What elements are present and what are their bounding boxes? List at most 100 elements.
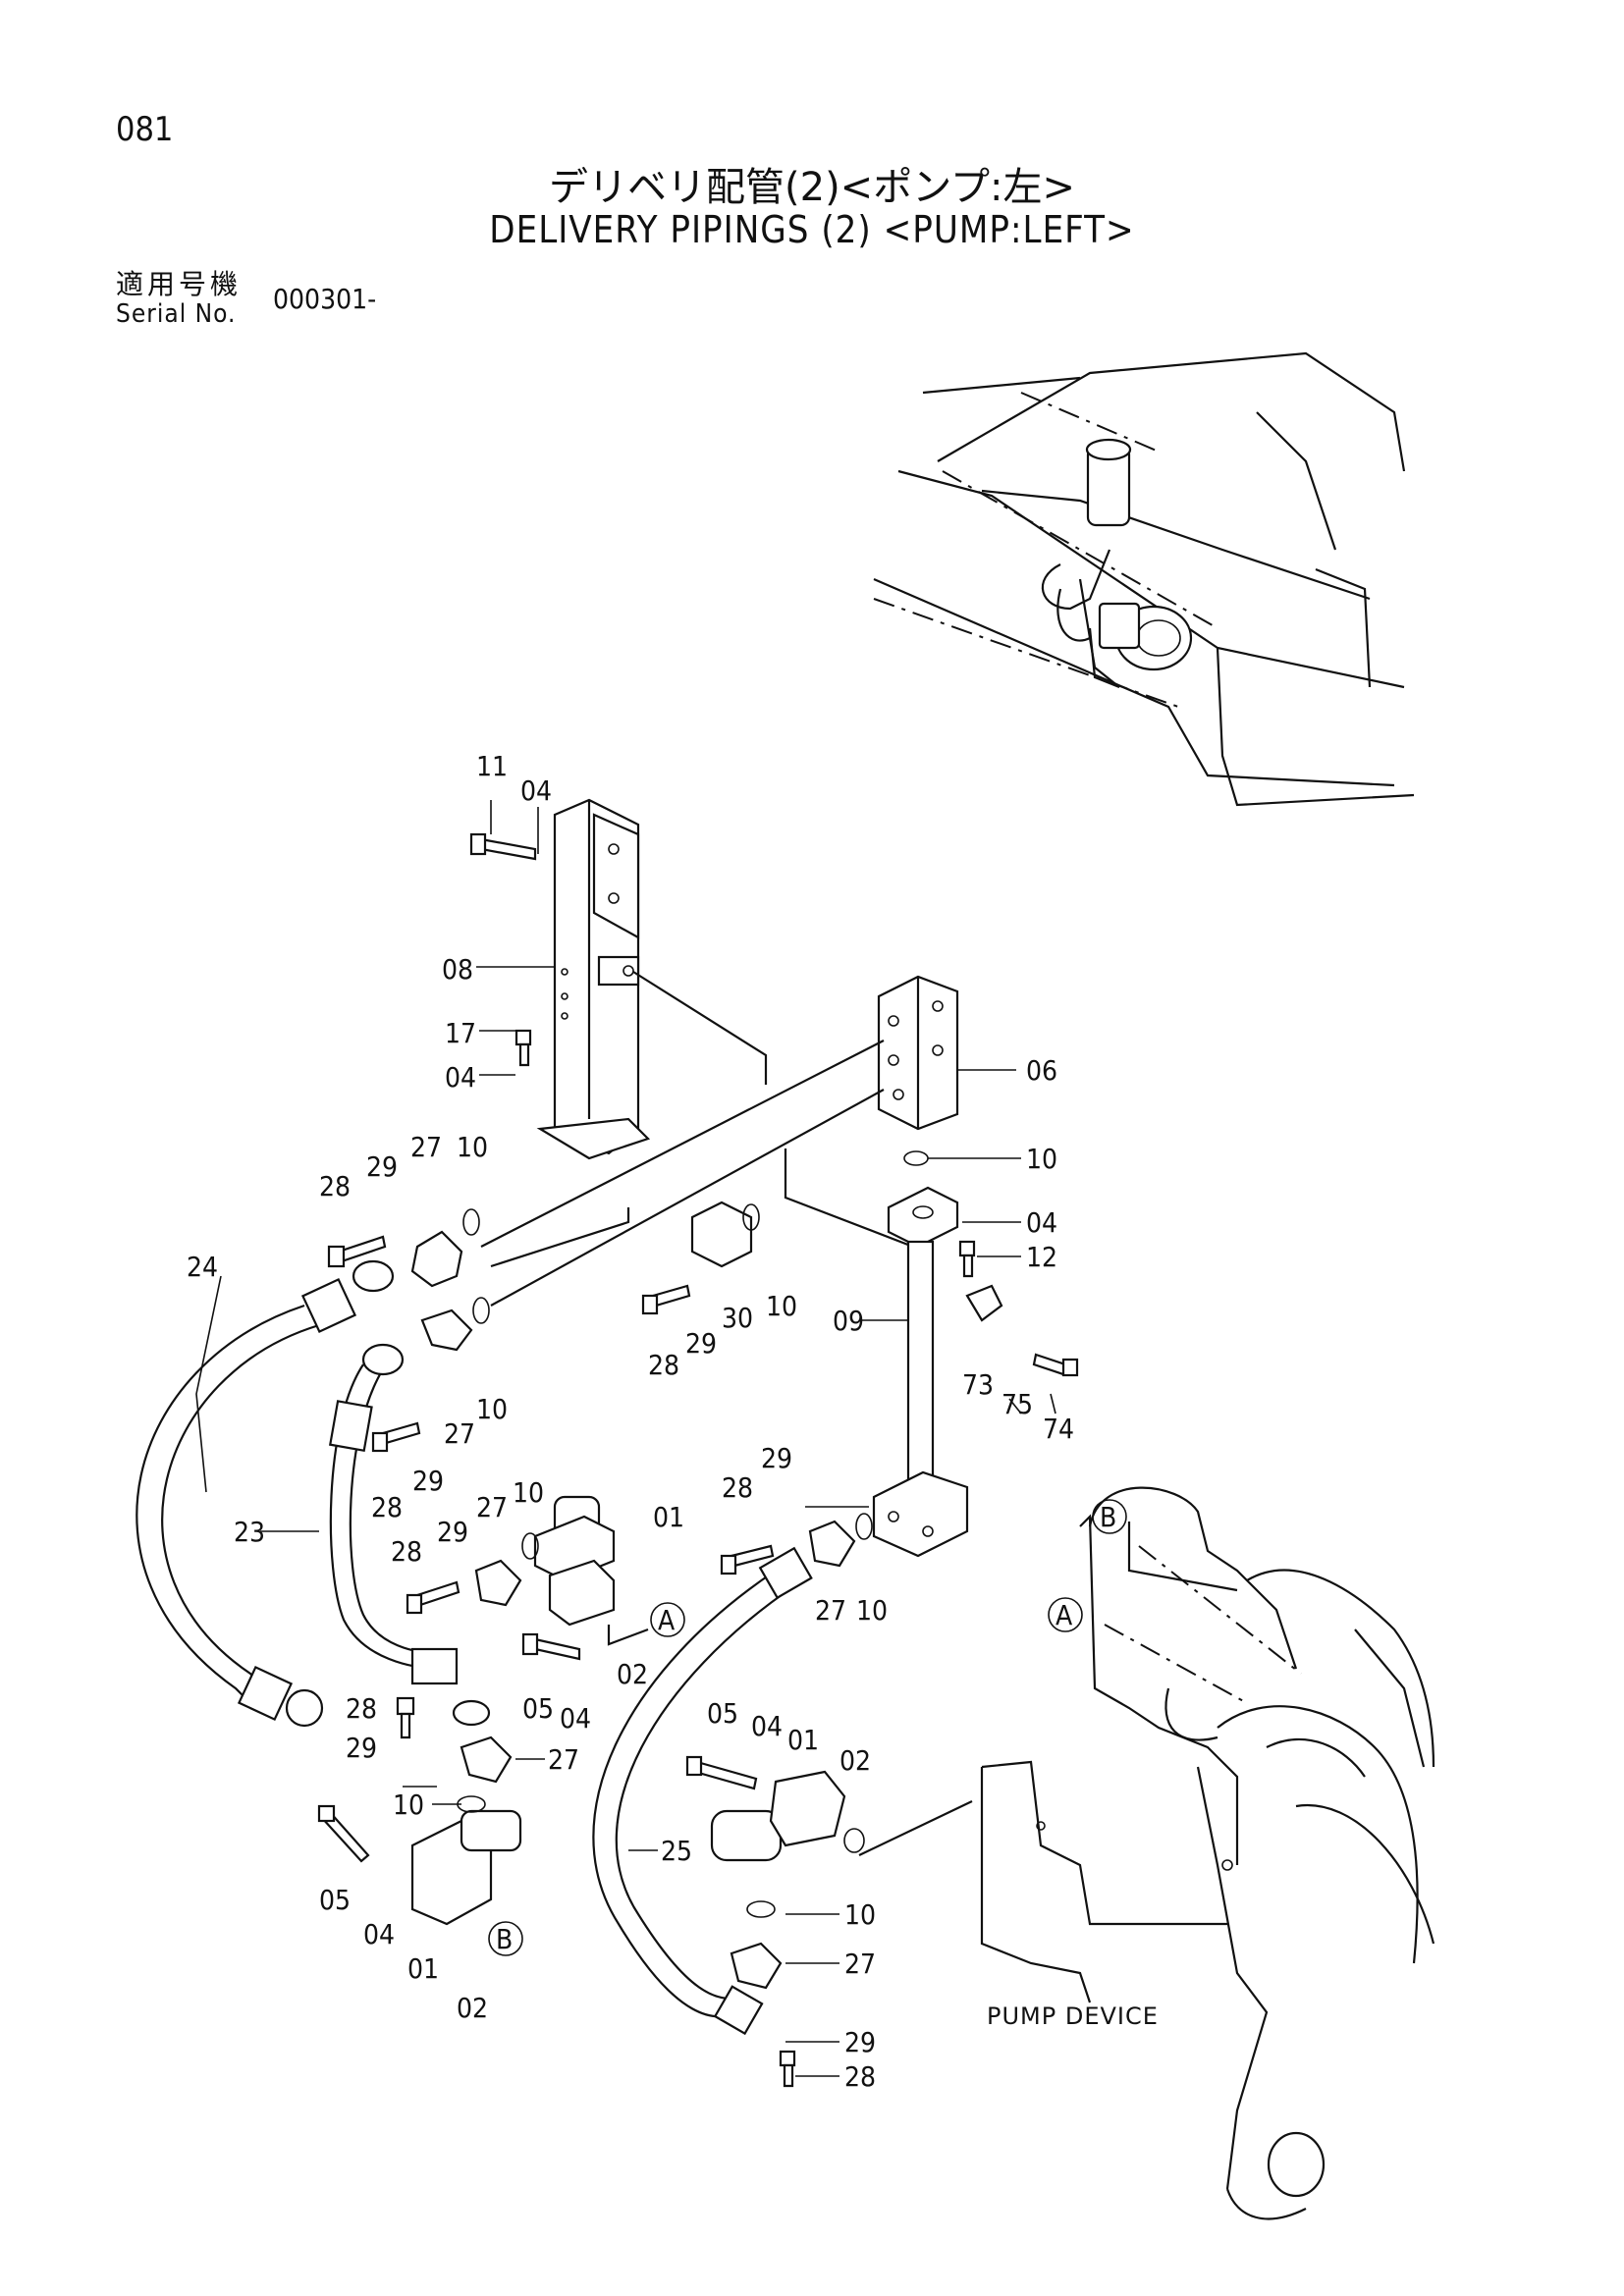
label-29: 29 (412, 1465, 444, 1497)
label-02: 02 (457, 1992, 488, 2024)
label-74: 74 (1043, 1413, 1074, 1445)
label-27: 27 (476, 1491, 508, 1523)
split-flange-27d (460, 1735, 513, 1784)
label-30: 30 (722, 1302, 753, 1334)
serial-number-value: 000301- (273, 283, 377, 315)
label-73: 73 (962, 1368, 994, 1401)
callout-b-right: B (1092, 1499, 1127, 1534)
label-25: 25 (661, 1835, 692, 1867)
o-ring-10g (457, 1795, 486, 1813)
part-labels: 11 04 08 17 04 06 10 04 12 28 29 27 10 2… (187, 750, 1074, 2093)
split-flange-27a (410, 1230, 463, 1288)
o-ring-10h (746, 1900, 776, 1918)
label-27: 27 (844, 1948, 876, 1980)
serial-label-english: Serial No. (116, 299, 237, 329)
split-flange-27b (420, 1308, 473, 1352)
split-flange-27c (474, 1559, 522, 1607)
o-ring-10d (903, 1150, 929, 1166)
label-27: 27 (444, 1417, 475, 1450)
svg-text:A: A (1056, 1599, 1073, 1631)
label-28: 28 (371, 1491, 403, 1523)
label-05: 05 (522, 1692, 554, 1725)
hose-24 (135, 1259, 395, 1728)
block-01-upper (533, 1495, 616, 1627)
o-ring-10f (855, 1513, 873, 1540)
o-ring-10c (742, 1203, 760, 1231)
pump-device-label: PUMP DEVICE (987, 2002, 1159, 2030)
label-28: 28 (844, 2060, 876, 2093)
bracket-08 (536, 798, 651, 1160)
label-04: 04 (520, 774, 552, 807)
callout-a-right: A (1048, 1597, 1083, 1632)
label-04: 04 (1026, 1206, 1057, 1239)
callout-a-left: A (650, 1602, 685, 1637)
svg-text:B: B (496, 1923, 513, 1955)
hose-23 (328, 1343, 491, 1727)
label-10: 10 (856, 1594, 888, 1627)
label-10: 10 (513, 1476, 544, 1509)
label-28: 28 (319, 1170, 351, 1202)
label-10: 10 (1026, 1143, 1057, 1175)
label-28: 28 (391, 1535, 422, 1568)
label-29: 29 (761, 1442, 792, 1474)
serial-label-japanese: 適用号機 (116, 268, 243, 300)
label-27: 27 (815, 1594, 846, 1627)
label-10: 10 (766, 1290, 797, 1322)
flange-30 (690, 1201, 753, 1268)
pump-device (980, 1486, 1435, 2220)
label-08: 08 (442, 953, 473, 986)
leader-lines (195, 800, 1056, 2077)
label-27: 27 (410, 1131, 442, 1163)
label-11: 11 (476, 750, 508, 782)
label-04: 04 (560, 1702, 591, 1735)
o-ring-02 (843, 1828, 865, 1853)
hose-25 (592, 1546, 813, 2036)
pipe-09 (872, 1186, 1003, 1558)
split-flange-27e (808, 1520, 856, 1568)
svg-text:A: A (658, 1604, 676, 1636)
label-27: 27 (548, 1743, 579, 1776)
label-04: 04 (445, 1061, 476, 1094)
o-ring-10e (521, 1532, 539, 1560)
machine-location-inset (873, 351, 1415, 807)
label-04: 04 (363, 1918, 395, 1950)
block-01-lower-left (410, 1809, 522, 1926)
label-29: 29 (437, 1516, 468, 1548)
label-10: 10 (844, 1898, 876, 1931)
label-29: 29 (844, 2026, 876, 2058)
o-ring-10a (462, 1208, 480, 1236)
bolts (317, 832, 1079, 2088)
label-28: 28 (346, 1692, 377, 1725)
page-title-english: DELIVERY PIPINGS (2) <PUMP:LEFT> (489, 208, 1135, 251)
label-05: 05 (707, 1697, 738, 1730)
label-10: 10 (476, 1393, 508, 1425)
label-04: 04 (751, 1710, 783, 1742)
label-28: 28 (648, 1349, 679, 1381)
block-06 (877, 975, 959, 1131)
label-29: 29 (346, 1732, 377, 1764)
block-01-lower-right (710, 1770, 846, 1862)
callout-b-left: B (488, 1921, 523, 1956)
label-29: 29 (685, 1327, 717, 1360)
label-24: 24 (187, 1251, 218, 1283)
label-28: 28 (722, 1471, 753, 1504)
label-01: 01 (653, 1501, 684, 1533)
label-10: 10 (393, 1789, 424, 1821)
label-02: 02 (839, 1744, 871, 1777)
label-12: 12 (1026, 1241, 1057, 1273)
label-29: 29 (366, 1150, 398, 1183)
label-09: 09 (833, 1305, 864, 1337)
label-10: 10 (457, 1131, 488, 1163)
label-75: 75 (1001, 1388, 1033, 1420)
o-ring-10b (472, 1297, 490, 1324)
svg-text:B: B (1100, 1501, 1116, 1533)
label-02: 02 (617, 1658, 648, 1690)
label-01: 01 (407, 1952, 439, 1985)
split-flange-27f (730, 1942, 783, 1990)
label-17: 17 (445, 1017, 476, 1049)
label-23: 23 (234, 1516, 265, 1548)
label-06: 06 (1026, 1054, 1057, 1087)
label-01: 01 (787, 1724, 819, 1756)
page-title-japanese: デリベリ配管(2)<ポンプ:左> (549, 165, 1075, 210)
